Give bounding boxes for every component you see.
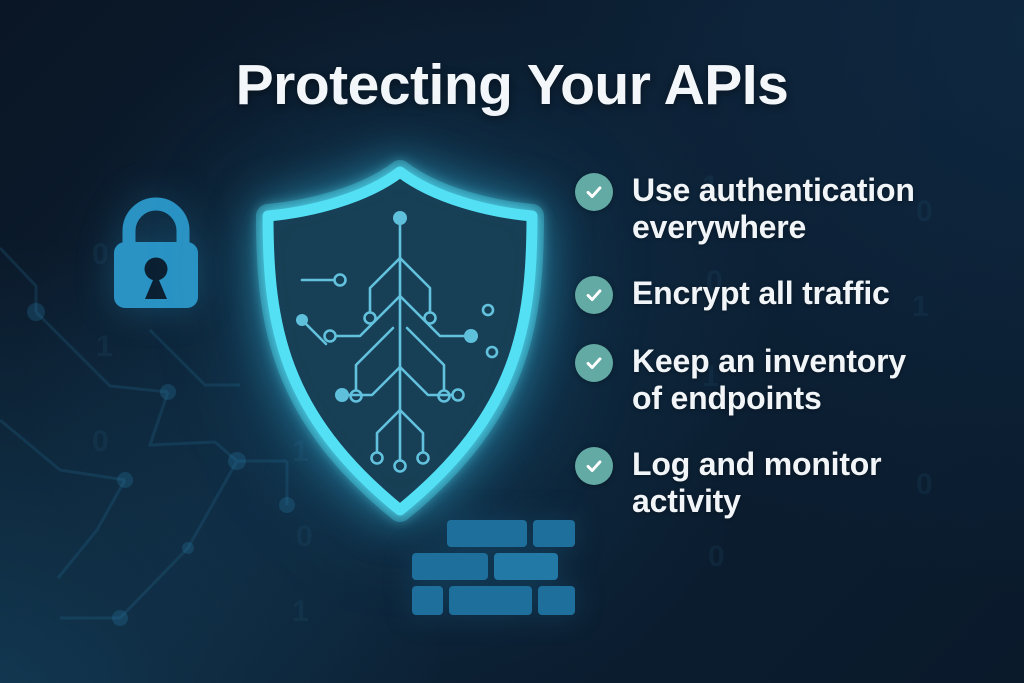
page-title: Protecting Your APIs <box>235 53 789 117</box>
check-icon <box>575 276 613 314</box>
binary-digit: 0 <box>708 540 727 573</box>
check-icon <box>575 344 613 382</box>
checklist-item-label: Log and monitor activity <box>632 446 882 519</box>
binary-digit: 1 <box>292 595 311 628</box>
checklist-item-label: Keep an inventory of endpoints <box>632 343 907 416</box>
binary-digit: 0 <box>92 425 111 458</box>
check-icon <box>575 447 613 485</box>
checklist-item-label: Use authentication everywhere <box>632 172 915 245</box>
security-checklist: Use authentication everywhere Encrypt al… <box>575 172 995 520</box>
checklist-item: Log and monitor activity <box>575 446 995 520</box>
checklist-item: Keep an inventory of endpoints <box>575 343 995 417</box>
shield-circuit-icon <box>242 160 558 528</box>
firewall-brick-icon <box>411 520 577 619</box>
binary-digit: 0 <box>92 238 111 271</box>
binary-digit: 1 <box>96 330 115 363</box>
checklist-item-label: Encrypt all traffic <box>632 275 890 311</box>
checklist-item: Use authentication everywhere <box>575 172 995 246</box>
check-icon <box>575 173 613 211</box>
padlock-icon <box>112 190 200 312</box>
checklist-item: Encrypt all traffic <box>575 275 995 314</box>
